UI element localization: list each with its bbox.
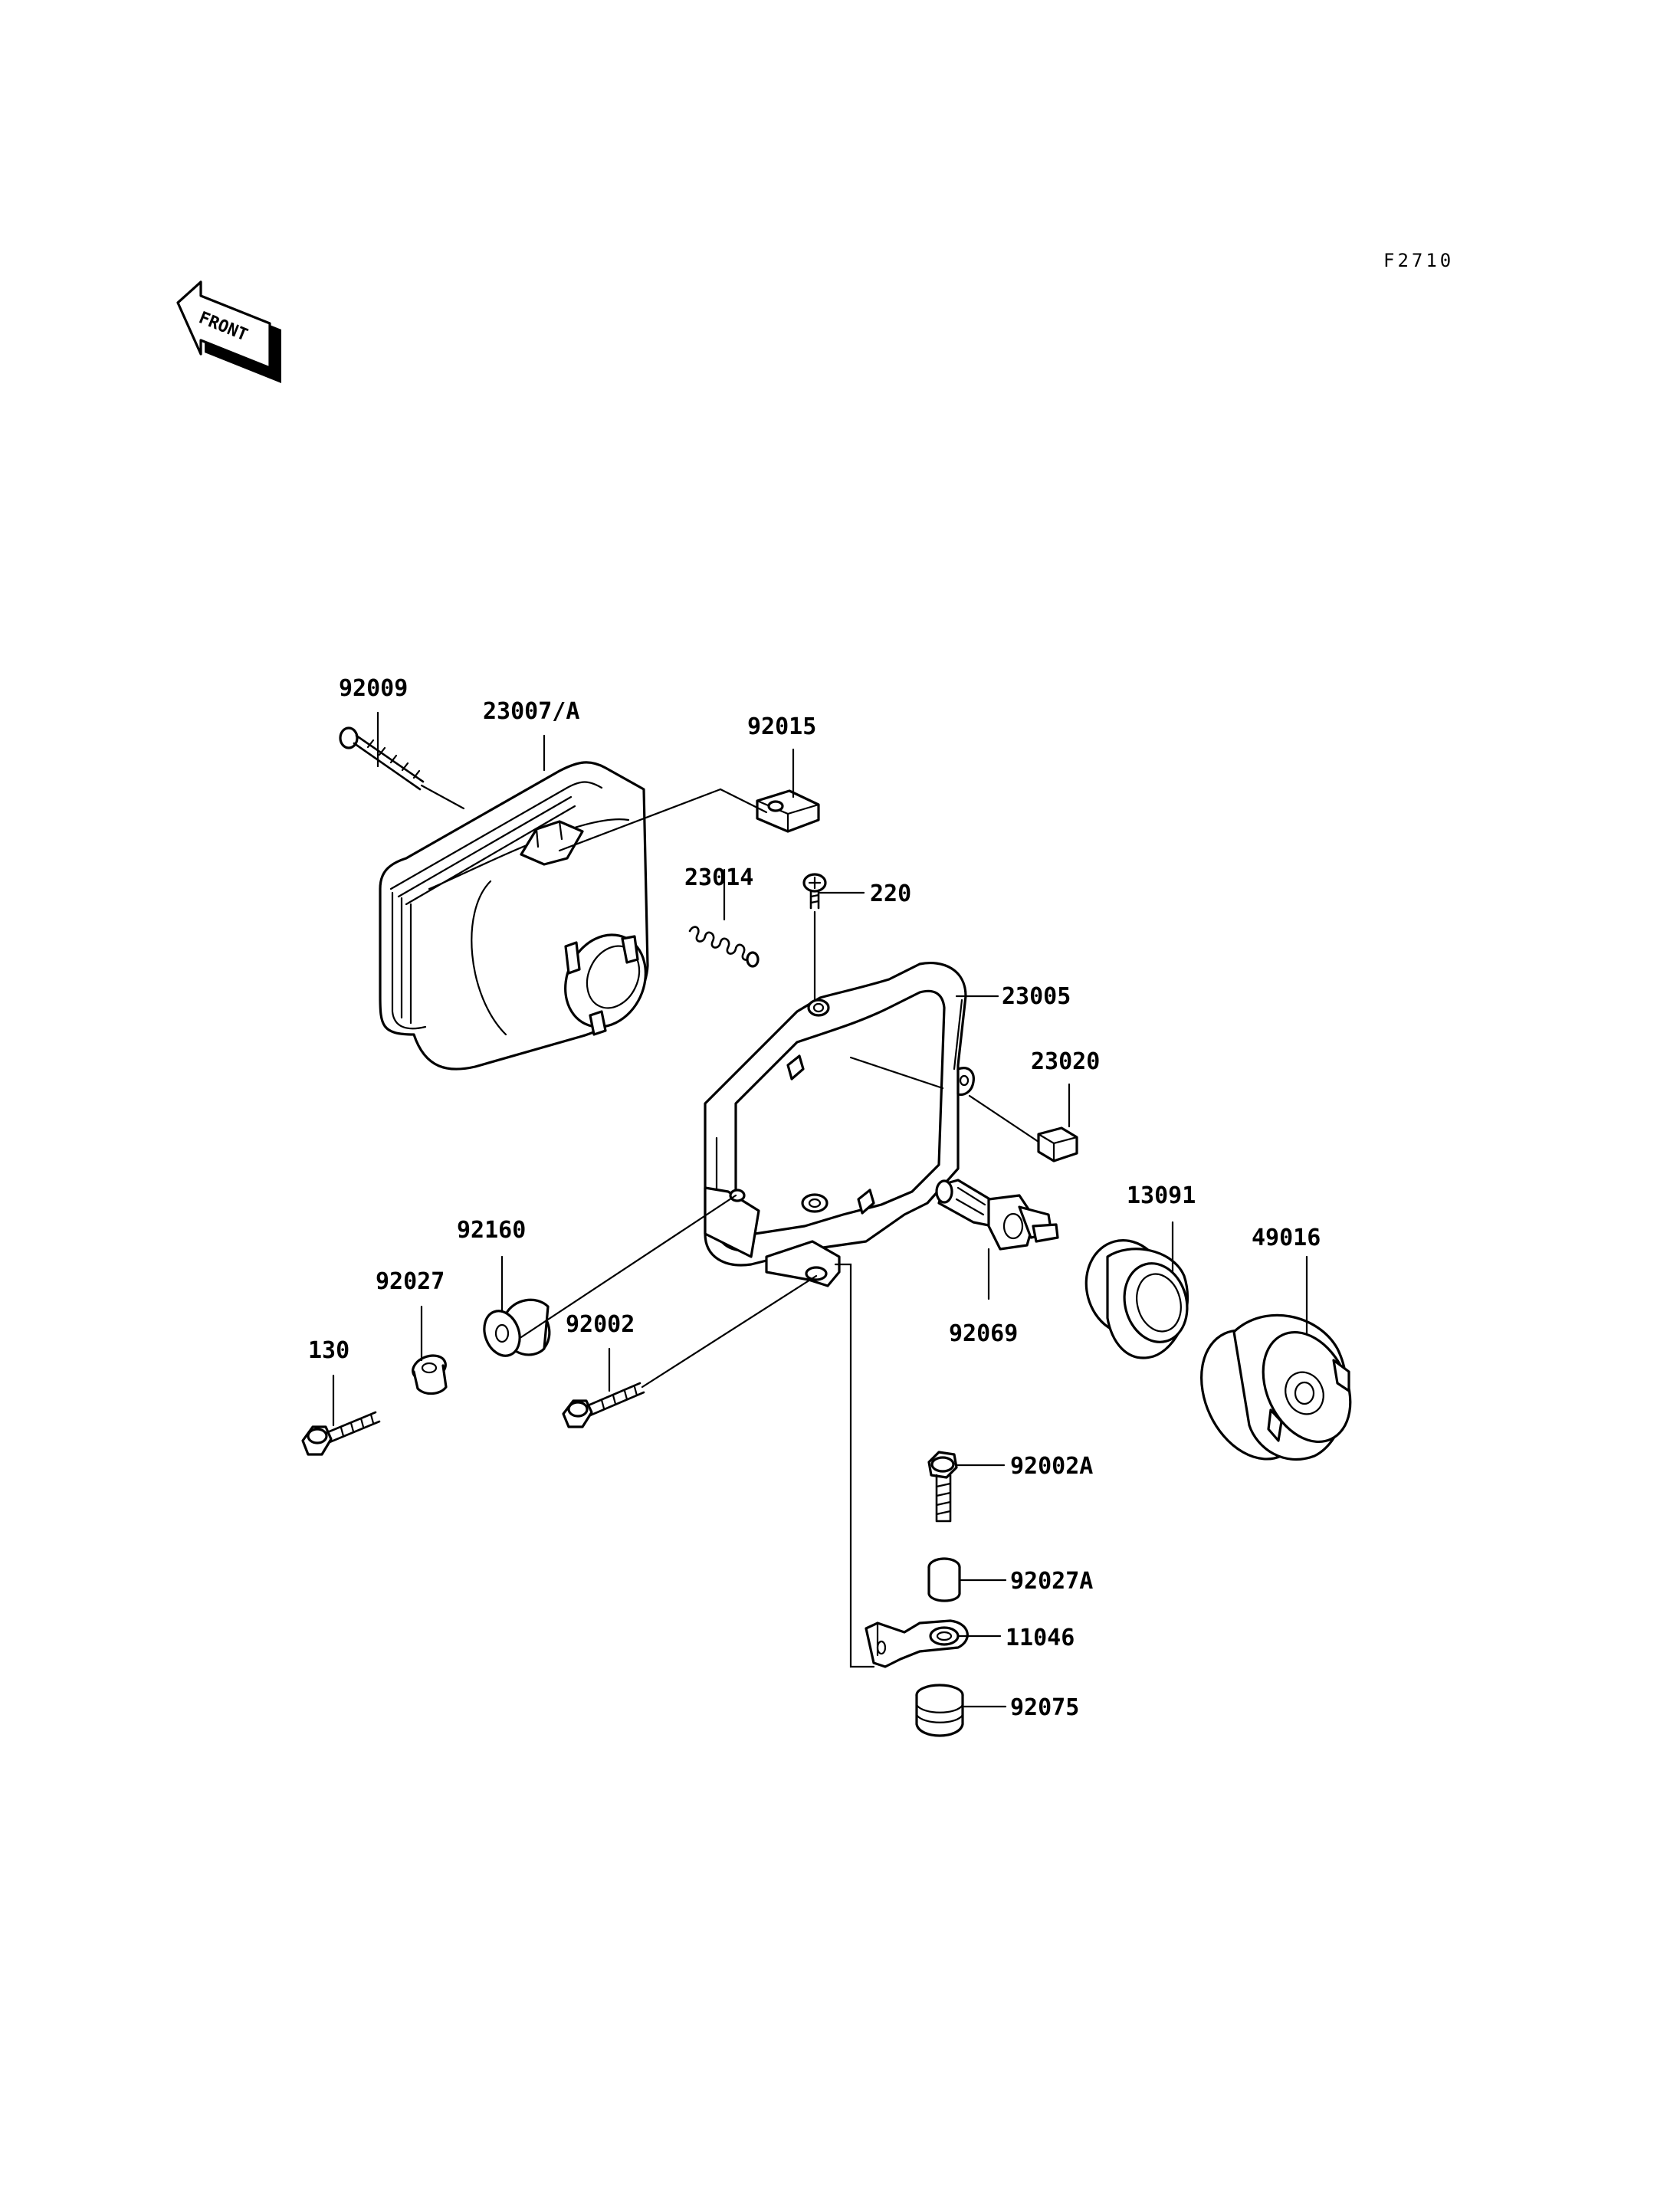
label-49016: 49016	[1252, 1225, 1321, 1251]
label-23005: 23005	[1002, 983, 1071, 1010]
bolt-92002A	[927, 1451, 958, 1523]
bracket-11046	[865, 1619, 969, 1668]
spring-23014	[688, 926, 760, 968]
bulb-92069	[935, 1179, 1059, 1251]
label-92075: 92075	[1010, 1694, 1079, 1721]
screw-220	[802, 873, 827, 910]
cover-13091	[1084, 1239, 1189, 1359]
label-23007A: 23007/A	[483, 698, 579, 725]
collar-92027	[412, 1354, 448, 1395]
label-92160: 92160	[457, 1217, 526, 1244]
label-11046: 11046	[1006, 1625, 1075, 1651]
label-130: 130	[308, 1337, 349, 1364]
label-23020: 23020	[1031, 1048, 1100, 1075]
label-13091: 13091	[1127, 1182, 1196, 1209]
front-arrow-icon: FRONT	[176, 280, 281, 383]
label-92009: 92009	[339, 675, 408, 702]
leader-lines	[332, 711, 1308, 1708]
figure-code: F2710	[1383, 250, 1454, 271]
label-92002A: 92002A	[1010, 1453, 1093, 1480]
cap-49016	[1200, 1313, 1352, 1461]
label-92002: 92002	[566, 1311, 635, 1338]
screw-92009	[339, 726, 425, 791]
label-92027: 92027	[376, 1268, 445, 1295]
collar-92027A	[927, 1557, 961, 1602]
bolt-130	[301, 1411, 381, 1456]
label-23014: 23014	[684, 864, 753, 891]
label-92015: 92015	[747, 713, 816, 740]
grommet-92075	[915, 1684, 964, 1737]
frame-23005	[704, 962, 975, 1287]
bolt-92002	[562, 1382, 645, 1428]
nut-23020	[1037, 1126, 1078, 1162]
headlamp-unit	[379, 761, 649, 1071]
label-92027A: 92027A	[1010, 1568, 1093, 1595]
clip-92015	[756, 789, 820, 833]
label-92069: 92069	[949, 1320, 1018, 1347]
grommet-92160	[483, 1298, 551, 1357]
label-220: 220	[870, 880, 911, 907]
